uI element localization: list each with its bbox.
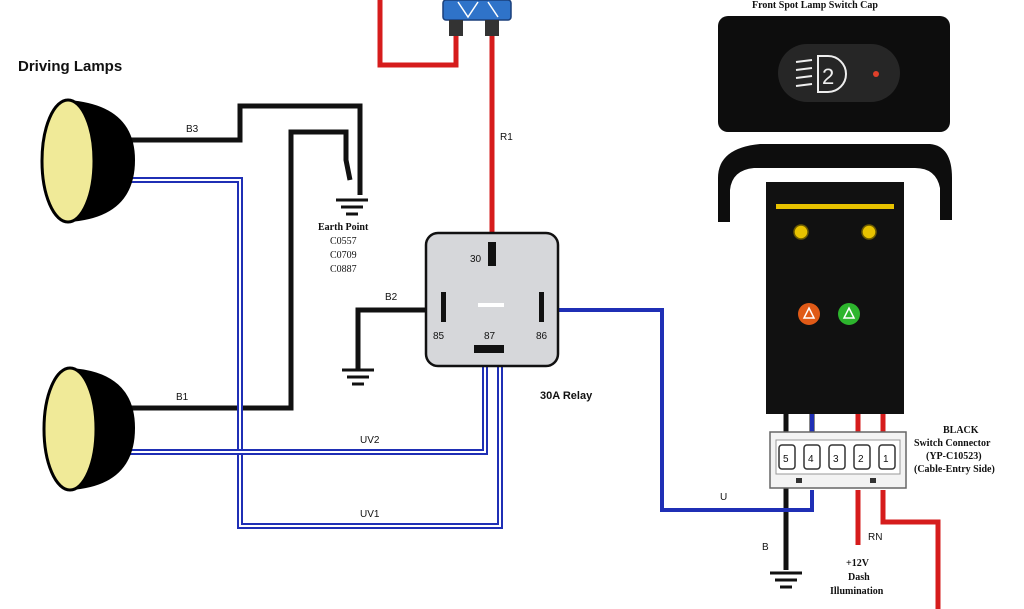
relay-pin-85: 85	[433, 331, 445, 342]
relay-pin-87: 87	[484, 331, 496, 342]
connector-label: (Cable-Entry Side)	[914, 464, 995, 475]
earth-point-label: Earth Point	[318, 222, 369, 233]
earth-point-code: C0709	[330, 250, 357, 261]
wire-label-b1: B1	[176, 392, 189, 403]
switch-cap-label: Front Spot Lamp Switch Cap	[752, 0, 878, 11]
wire-label-b2: B2	[385, 292, 398, 303]
relay-pin-86: 86	[536, 331, 548, 342]
connector-label: BLACK	[943, 425, 979, 436]
switch-body	[718, 144, 952, 414]
dash-label: Dash	[848, 572, 870, 583]
switch-cap-number: 2	[822, 64, 834, 89]
connector-label: Switch Connector	[914, 438, 991, 449]
page-title: Driving Lamps	[18, 58, 122, 75]
connector-pin: 5	[783, 454, 789, 465]
earth-point-code: C0887	[330, 264, 357, 275]
connector-pin: 4	[808, 454, 814, 465]
fuse-holder	[442, 0, 512, 36]
relay-pin-30: 30	[470, 254, 482, 265]
wire-label-uv2: UV2	[360, 435, 380, 446]
relay-name: 30A Relay	[540, 390, 593, 402]
earth-symbol-relay	[342, 368, 374, 386]
relay-30a	[424, 231, 560, 368]
wire-label-b3: B3	[186, 124, 199, 135]
wire-label-uv1: UV1	[360, 509, 380, 520]
driving-lamp-bottom	[42, 366, 135, 492]
driving-lamp-top	[40, 98, 135, 224]
connector-pin: 3	[833, 454, 839, 465]
connector-pin: 2	[858, 454, 864, 465]
earth-point-code: C0557	[330, 236, 357, 247]
wire-label-u: U	[720, 492, 727, 503]
connector-pin: 1	[883, 454, 889, 465]
earth-symbol-switch	[770, 571, 802, 589]
switch-connector	[769, 431, 907, 489]
wire-label-r1: R1	[500, 132, 513, 143]
dash-label: +12V	[846, 558, 870, 569]
earth-symbol-top	[336, 198, 368, 216]
dash-label: Illumination	[830, 586, 884, 597]
switch-cap	[718, 16, 950, 132]
wire-label-b: B	[762, 542, 769, 553]
connector-label: (YP-C10523)	[926, 451, 982, 462]
wire-label-rn: RN	[868, 532, 882, 543]
